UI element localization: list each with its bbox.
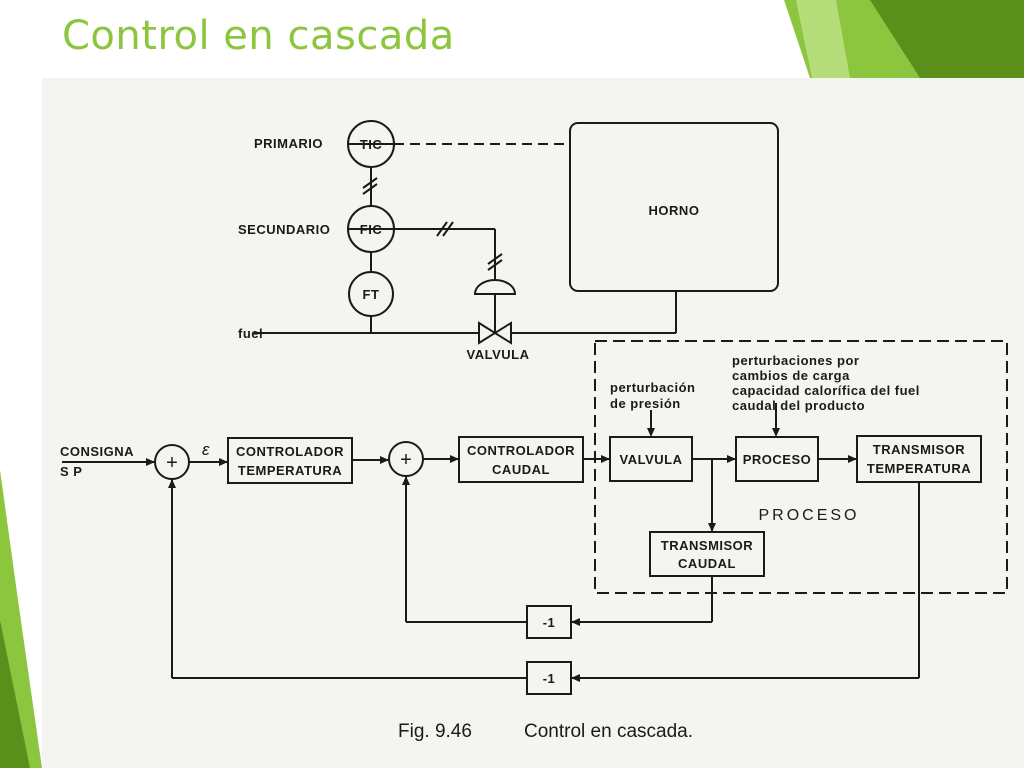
controlador-temperatura-block xyxy=(227,437,353,484)
horno-box xyxy=(569,122,779,292)
cascade-diagram-figure: TIC FIC FT PRIMARIO SECUNDARIO fuel VALV… xyxy=(42,78,1024,768)
valve-body xyxy=(478,321,512,345)
figure-number: Fig. 9.46 xyxy=(398,721,472,742)
transmisor-temperatura-line2: TEMPERATURA xyxy=(867,461,971,476)
inverter-label-2: -1 xyxy=(543,671,556,686)
cascade-diagram: TIC FIC FT PRIMARIO SECUNDARIO fuel VALV… xyxy=(60,120,1008,742)
tic-label: TIC xyxy=(360,137,383,152)
perturbacion-presion-line1: perturbación xyxy=(610,380,695,395)
proceso-block-label: PROCESO xyxy=(743,452,812,467)
perturbaciones-carga-line4: caudal del producto xyxy=(732,398,865,413)
valvula-block-label: VALVULA xyxy=(620,452,683,467)
perturbaciones-carga-line1: perturbaciones por xyxy=(732,353,859,368)
epsilon-label: ε xyxy=(202,440,210,459)
ft-label: FT xyxy=(363,287,380,302)
inverter-block-1 xyxy=(526,605,572,639)
controlador-temperatura-line2: TEMPERATURA xyxy=(238,463,342,478)
figure-caption: Control en cascada. xyxy=(524,721,693,742)
controlador-caudal-line2: CAUDAL xyxy=(492,462,550,477)
left-accent-stripe-dark xyxy=(0,620,30,768)
transmisor-caudal-block xyxy=(649,531,765,577)
controlador-caudal-line1: CONTROLADOR xyxy=(467,443,575,458)
proceso-block xyxy=(735,436,819,482)
right-accent-stripe-light xyxy=(796,0,850,78)
proceso-region-label: PROCESO xyxy=(758,507,859,524)
transmisor-temperatura-line1: TRANSMISOR xyxy=(873,442,966,457)
perturbaciones-carga-line3: capacidad calorífica del fuel xyxy=(732,383,920,398)
inverter-label-1: -1 xyxy=(543,615,556,630)
slide-title: Control en cascada xyxy=(62,13,455,59)
valvula-pid-label: VALVULA xyxy=(467,347,530,362)
perturbaciones-carga-line2: cambios de carga xyxy=(732,368,850,383)
perturbacion-presion-line2: de presión xyxy=(610,396,681,411)
transmisor-temperatura-block xyxy=(856,435,982,483)
right-accent-stripe-dark xyxy=(870,0,1024,78)
transmisor-caudal-line1: TRANSMISOR xyxy=(661,538,754,553)
horno-label: HORNO xyxy=(649,203,700,218)
secundario-label: SECUNDARIO xyxy=(238,222,330,237)
controlador-temperatura-line1: CONTROLADOR xyxy=(236,444,344,459)
consigna-label: CONSIGNA xyxy=(60,444,134,459)
fic-label: FIC xyxy=(360,222,383,237)
transmisor-caudal-line2: CAUDAL xyxy=(678,556,736,571)
sum-plus-1: + xyxy=(166,452,178,474)
arrowheads xyxy=(146,428,857,682)
primario-label: PRIMARIO xyxy=(254,136,323,151)
process-region xyxy=(594,340,1008,594)
valve-actuator xyxy=(473,279,517,295)
sp-label: S P xyxy=(60,464,82,479)
sum-plus-2: + xyxy=(400,449,412,471)
fuel-label: fuel xyxy=(238,326,263,341)
